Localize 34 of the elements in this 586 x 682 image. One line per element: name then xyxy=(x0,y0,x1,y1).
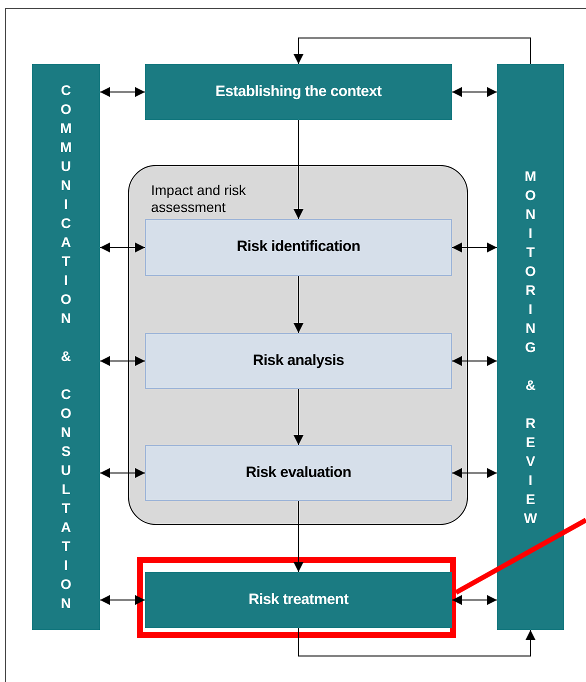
arrow xyxy=(298,628,536,656)
arrow xyxy=(452,87,498,97)
vertical-label: MONITORING & REVIEW xyxy=(524,166,538,528)
arrow xyxy=(294,500,304,572)
process-box xyxy=(145,64,452,120)
arrow xyxy=(452,356,498,366)
process-box xyxy=(145,445,452,501)
group-container xyxy=(128,165,468,525)
box-label: Risk treatment xyxy=(248,590,348,610)
arrow xyxy=(294,120,304,220)
arrow xyxy=(100,468,146,478)
arrow xyxy=(452,468,498,478)
process-box xyxy=(145,333,452,389)
box-label: Risk evaluation xyxy=(246,462,352,483)
arrow xyxy=(294,388,304,446)
process-box xyxy=(145,219,452,276)
side-band xyxy=(32,64,100,630)
group-label: Impact and risk assessment xyxy=(151,182,247,216)
vertical-label: COMMUNICATION & CONSULTATION xyxy=(60,81,72,613)
arrow xyxy=(294,276,304,334)
process-box xyxy=(145,572,452,628)
box-label: Risk identification xyxy=(236,237,360,258)
arrow xyxy=(100,356,146,366)
arrow xyxy=(452,242,498,252)
arrow xyxy=(100,595,146,605)
highlight-frame xyxy=(137,557,456,638)
side-band xyxy=(497,64,564,630)
arrow xyxy=(100,242,146,252)
arrow xyxy=(100,87,146,97)
arrow xyxy=(294,38,531,64)
arrow xyxy=(452,595,498,605)
box-label: Establishing the context xyxy=(215,82,382,102)
leader-line xyxy=(454,518,586,595)
box-label: Risk analysis xyxy=(252,350,344,371)
